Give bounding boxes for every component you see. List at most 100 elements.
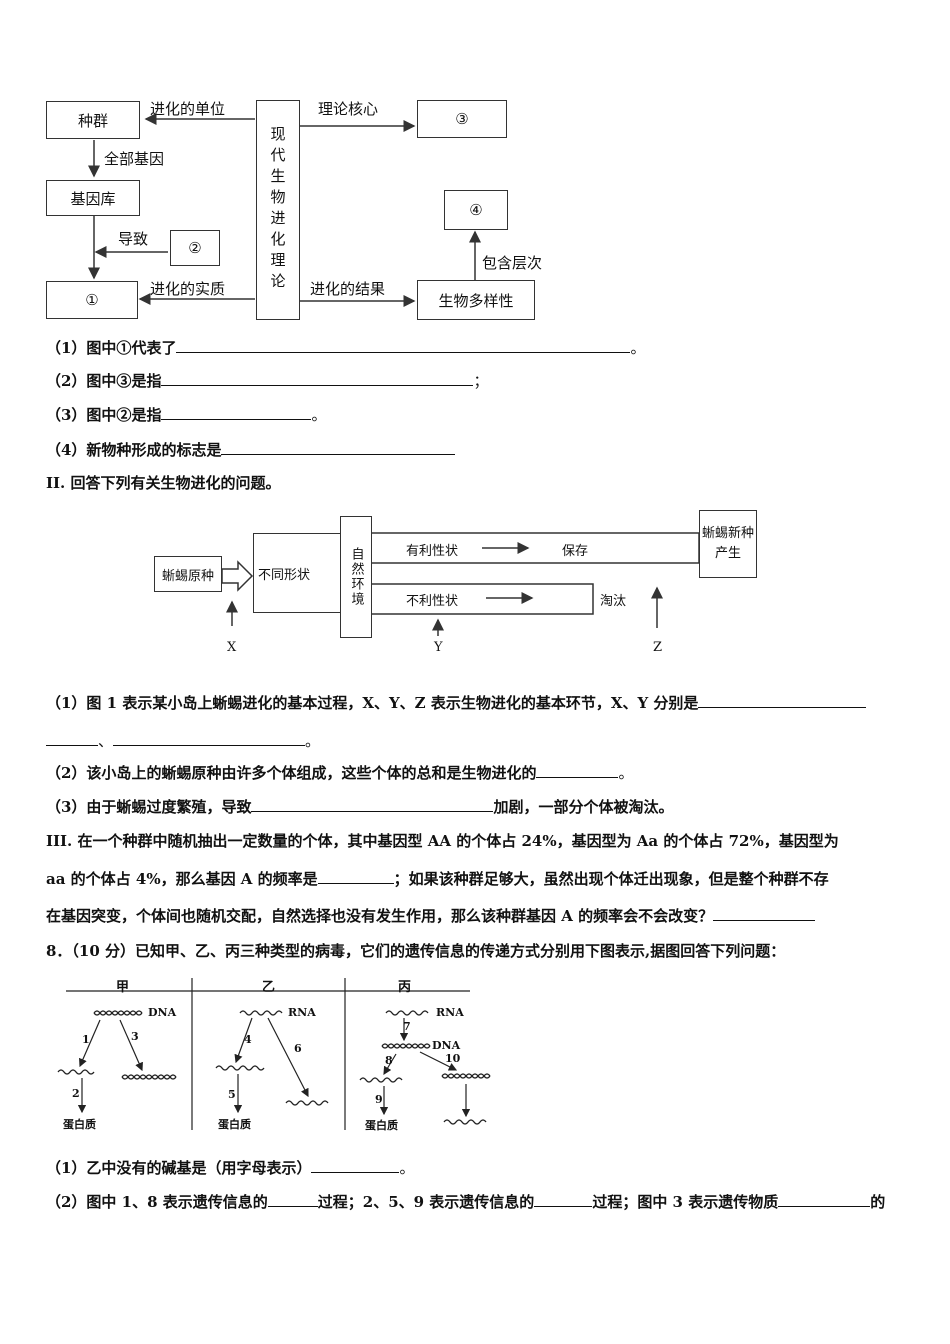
step-6: 6 — [294, 1042, 302, 1055]
answer-blank[interactable] — [536, 763, 619, 778]
new-lizard-species-box: 蜥蜴新种产生 — [699, 510, 757, 578]
edge-label-result: 进化的结果 — [310, 280, 386, 298]
question-1-1: （1）图中①代表了。 — [46, 337, 645, 358]
question-2-1: （1）图 1 表示某小岛上蜥蜴进化的基本过程，X、Y、Z 表示生物进化的基本环节… — [46, 692, 867, 713]
question-2-2: （2）该小岛上的蜥蜴原种由许多个体组成，这些个体的总和是生物进化的 。 — [46, 762, 633, 783]
y-label: Y — [434, 640, 443, 655]
question-2-1-text: （1）图 1 表示某小岛上蜥蜴进化的基本过程，X、Y、Z 表示生物进化的基本环节… — [46, 694, 699, 712]
box-2-label: ② — [188, 239, 202, 257]
biodiversity-label: 生物多样性 — [438, 291, 514, 310]
question-1-3-text: （3）图中②是指 — [46, 406, 162, 424]
question-8-2-d: 的 — [870, 1193, 886, 1211]
step-8: 8 — [385, 1054, 393, 1067]
z-label: Z — [653, 640, 663, 655]
question-1-2-tail: ； — [473, 372, 489, 390]
question-2-3-text: （3）由于蜥蜴过度繁殖，导致 — [46, 798, 252, 816]
question-2-1-tail: 。 — [305, 732, 321, 750]
preserve-label: 保存 — [562, 544, 589, 559]
answer-blank[interactable] — [713, 906, 816, 921]
section-3-line-3-text: 在基因突变，个体间也随机交配，自然选择也没有发生作用，那么该种群基因 A 的频率… — [46, 907, 714, 925]
step-2: 2 — [72, 1087, 80, 1100]
question-8-2-c: 过程；图中 3 表示遗传物质 — [592, 1193, 779, 1211]
step-10: 10 — [445, 1052, 461, 1065]
answer-blank[interactable] — [161, 371, 474, 386]
header-jia: 甲 — [116, 980, 130, 995]
answer-blank[interactable] — [46, 731, 98, 746]
question-8-2: （2）图中 1、8 表示遗传信息的 过程；2、5、9 表示遗传信息的 过程；图中 3… — [46, 1191, 885, 1212]
box-1: ① — [46, 281, 138, 319]
question-1-1-tail: 。 — [630, 339, 646, 357]
question-1-4: （4）新物种形成的标志是 — [46, 439, 456, 460]
new-lizard-species-label: 蜥蜴新种产生 — [702, 526, 755, 561]
unfavorable-traits-label: 不利性状 — [406, 594, 459, 609]
edge-label-essence: 进化的实质 — [150, 280, 226, 298]
step-3: 3 — [131, 1030, 139, 1043]
population-box: 种群 — [46, 101, 140, 139]
answer-blank[interactable] — [317, 869, 394, 884]
question-1-3-tail: 。 — [311, 406, 327, 424]
edge-label-all-genes: 全部基因 — [104, 150, 165, 168]
answer-blank[interactable] — [251, 797, 494, 812]
favorable-traits-label: 有利性状 — [406, 544, 459, 559]
answer-blank[interactable] — [113, 731, 306, 746]
answer-blank[interactable] — [534, 1192, 593, 1207]
question-2-3: （3）由于蜥蜴过度繁殖，导致 加剧，一部分个体被淘汰。 — [46, 796, 673, 817]
section-3-line-3: 在基因突变，个体间也随机交配，自然选择也没有发生作用，那么该种群基因 A 的频率… — [46, 905, 816, 926]
box-4-label: ④ — [469, 201, 483, 219]
step-4: 4 — [244, 1033, 252, 1046]
header-bing: 丙 — [398, 980, 412, 995]
section-2-title: II. 回答下列有关生物进化的问题。 — [46, 474, 281, 492]
bing-rna-label: RNA — [436, 1006, 464, 1019]
separator: 、 — [98, 732, 114, 750]
yi-protein-label: 蛋白质 — [218, 1118, 251, 1131]
question-8-stem: 8．（10 分）已知甲、乙、丙三种类型的病毒，它们的遗传信息的传递方式分别用下图… — [46, 942, 786, 960]
box-3-label: ③ — [455, 110, 469, 128]
jia-protein-label: 蛋白质 — [63, 1118, 96, 1131]
section-3-line-2: aa 的个体占 4%，那么基因 A 的频率是；如果该种群足够大，虽然出现个体迁出… — [46, 868, 829, 889]
yi-rna-label: RNA — [288, 1006, 316, 1019]
edge-label-core: 理论核心 — [318, 100, 379, 118]
box-4: ④ — [444, 190, 508, 230]
edge-label-levels: 包含层次 — [482, 254, 543, 272]
modern-evolution-theory-box: 现代生物进化理论 — [256, 100, 300, 320]
question-2-3-tail: 加剧，一部分个体被淘汰。 — [493, 798, 674, 816]
question-2-2-tail: 。 — [618, 764, 634, 782]
answer-blank[interactable] — [221, 440, 456, 455]
question-8-2-b: 过程；2、5、9 表示遗传信息的 — [317, 1193, 535, 1211]
question-8-2-a: （2）图中 1、8 表示遗传信息的 — [46, 1193, 268, 1211]
diagram1-arrows — [88, 113, 481, 307]
question-8-1: （1）乙中没有的碱基是（用字母表示）。 — [46, 1157, 414, 1178]
box-3: ③ — [417, 100, 507, 138]
jia-dna-label: DNA — [148, 1006, 177, 1019]
answer-blank[interactable] — [698, 693, 867, 708]
section-3-line-2a: aa 的个体占 4%，那么基因 A 的频率是 — [46, 870, 318, 888]
diagram3-lines — [57, 978, 491, 1130]
answer-blank[interactable] — [176, 338, 631, 353]
answer-blank[interactable] — [311, 1158, 400, 1173]
step-9: 9 — [375, 1093, 383, 1106]
biodiversity-box: 生物多样性 — [417, 280, 535, 320]
box-2: ② — [170, 230, 220, 266]
modern-evolution-theory-label: 现代生物进化理论 — [268, 126, 287, 294]
box-1-label: ① — [85, 291, 99, 309]
question-2-1-cont: 、。 — [46, 730, 320, 751]
lizard-origin-box: 蜥蜴原种 — [154, 556, 222, 592]
natural-environment-box: 自然环境 — [340, 516, 372, 638]
answer-blank[interactable] — [161, 405, 312, 420]
edge-label-unit: 进化的单位 — [150, 100, 226, 118]
step-5: 5 — [228, 1088, 236, 1101]
question-2-2-text: （2）该小岛上的蜥蜴原种由许多个体组成，这些个体的总和是生物进化的 — [46, 764, 537, 782]
natural-environment-label: 自然环境 — [348, 547, 364, 607]
answer-blank[interactable] — [267, 1192, 318, 1207]
question-1-2-text: （2）图中③是指 — [46, 372, 162, 390]
bing-protein-label: 蛋白质 — [365, 1119, 398, 1132]
question-1-2: （2）图中③是指 ； — [46, 370, 488, 391]
edge-label-lead: 导致 — [118, 230, 149, 248]
lizard-origin-label: 蜥蜴原种 — [161, 568, 214, 584]
eliminate-label: 淘汰 — [600, 594, 627, 609]
different-traits-label: 不同形状 — [258, 567, 311, 583]
question-1-4-text: （4）新物种形成的标志是 — [46, 441, 222, 459]
answer-blank[interactable] — [778, 1192, 871, 1207]
question-8-1-tail: 。 — [399, 1159, 415, 1177]
header-yi: 乙 — [262, 980, 276, 995]
